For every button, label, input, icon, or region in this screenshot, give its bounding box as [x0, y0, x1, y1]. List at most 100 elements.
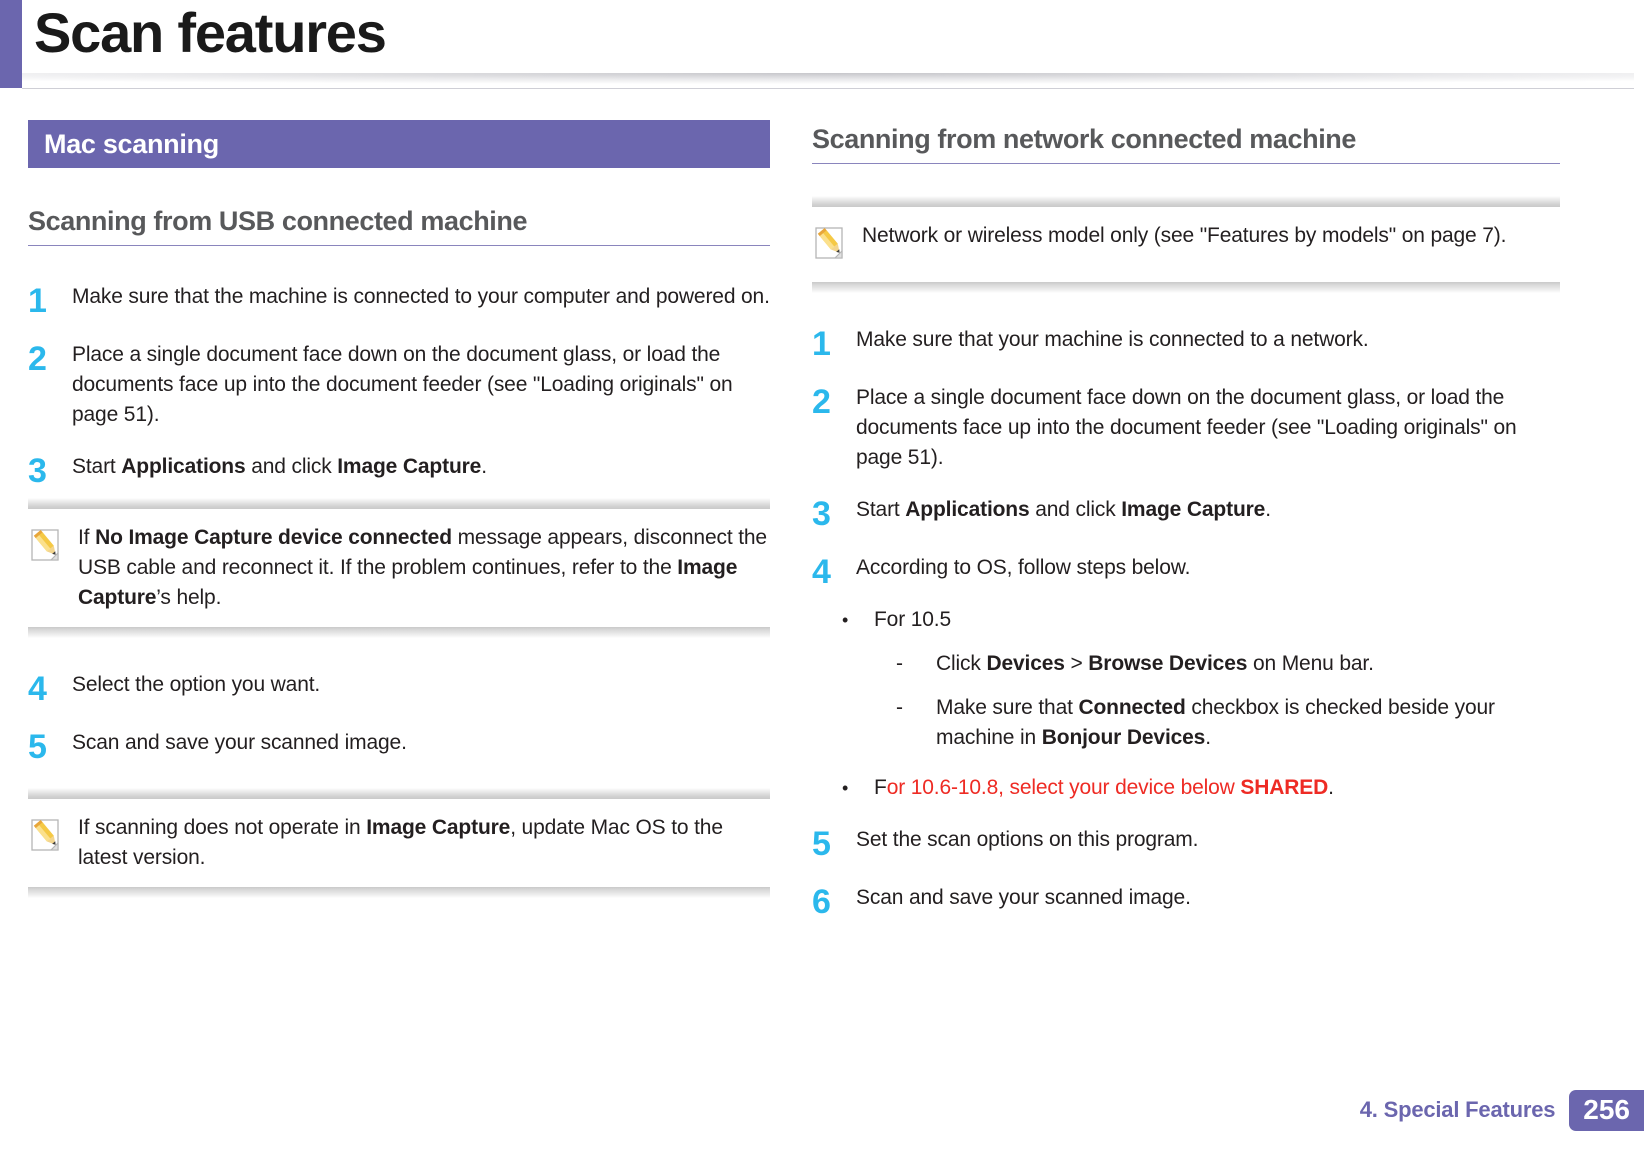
step-number: 2	[28, 340, 47, 378]
text-run: Make sure that	[936, 696, 1079, 719]
bullet-item: •For 10.6-10.8, select your device below…	[812, 773, 1560, 803]
bold-run: Applications	[905, 498, 1030, 521]
step-text: Start Applications and click Image Captu…	[856, 495, 1560, 525]
step-text: Place a single document face down on the…	[72, 340, 770, 430]
sub-bullet-item: -Click Devices > Browse Devices on Menu …	[812, 649, 1560, 679]
step-number: 4	[28, 670, 47, 708]
step-text: Set the scan options on this program.	[856, 825, 1560, 855]
bold-run: Devices	[986, 652, 1065, 675]
footer-chapter-label: 4. Special Features	[1359, 1097, 1556, 1123]
note-box-network-model-only: Network or wireless model only (see "Fea…	[812, 196, 1560, 293]
text-run: Place a single document face down on the…	[72, 343, 733, 426]
title-accent-bar	[0, 0, 22, 88]
text-run: Click	[936, 652, 987, 675]
bullet-text: Click Devices > Browse Devices on Menu b…	[936, 649, 1560, 679]
bold-run: Image Capture	[337, 455, 482, 478]
bold-run: Image Capture	[78, 556, 738, 609]
note-pencil-icon	[28, 523, 78, 570]
bold-run: SHARED	[1240, 776, 1329, 799]
page-header: Scan features	[0, 0, 1644, 99]
subheading-label: Scanning from network connected machine	[812, 124, 1357, 154]
note-pencil-icon	[28, 813, 78, 860]
step-item: 3 Start Applications and click Image Capt…	[28, 452, 770, 488]
bold-run: Browse Devices	[1088, 652, 1248, 675]
text-run: Start	[72, 455, 122, 478]
text-run: ’s help.	[156, 586, 222, 609]
step-text: According to OS, follow steps below.	[856, 553, 1560, 583]
step-number: 5	[28, 728, 47, 766]
step-text: Select the option you want.	[72, 670, 770, 700]
header-rule	[22, 88, 1634, 89]
subheading-rule	[28, 245, 770, 246]
text-run: .	[1328, 776, 1334, 799]
bold-run: Image Capture	[1121, 498, 1266, 521]
footer-page-number: 256	[1569, 1089, 1644, 1131]
text-run: If	[78, 526, 96, 549]
step-number: 3	[28, 452, 47, 490]
subheading-usb-scanning: Scanning from USB connected machine	[28, 206, 770, 246]
text-run: .	[481, 455, 487, 478]
page-title: Scan features	[34, 1, 387, 64]
text-run: Network or wireless model only (see "Fea…	[862, 224, 1507, 247]
note-text: Network or wireless model only (see "Fea…	[862, 221, 1560, 251]
bold-run: Image Capture	[366, 816, 511, 839]
bold-run: No Image Capture device connected	[95, 526, 452, 549]
section-bar-mac-scanning: Mac scanning	[28, 120, 770, 168]
subheading-rule	[812, 163, 1560, 164]
bullet-text: Make sure that Connected checkbox is che…	[936, 693, 1560, 753]
note-rule-bottom	[28, 887, 770, 898]
note-pencil-icon	[812, 221, 862, 268]
note-rule-top	[812, 196, 1560, 207]
sub-bullet-item: - Make sure that Connected checkbox is ch…	[812, 693, 1560, 753]
section-bar-label: Mac scanning	[44, 128, 219, 159]
step-number: 3	[812, 495, 831, 533]
bold-run: Bonjour Devices	[1041, 726, 1206, 749]
text-run: If scanning does not operate in	[78, 816, 367, 839]
text-run: Scan and save your scanned image.	[856, 886, 1191, 909]
step-number: 4	[812, 553, 831, 591]
step-text: Scan and save your scanned image.	[856, 883, 1560, 913]
os-bullet-list: •For 10.5-Click Devices > Browse Devices…	[812, 605, 1560, 803]
text-run: checkbox is checked beside your machine …	[936, 696, 1495, 749]
text-run: For 10.5	[874, 608, 952, 631]
note-rule-bottom	[28, 627, 770, 638]
text-run: According to OS, follow steps below.	[856, 556, 1191, 579]
bold-run: Connected	[1078, 696, 1186, 719]
step-text: Make sure that the machine is connected …	[72, 282, 770, 312]
text-run: Place a single document face down on the…	[856, 386, 1517, 469]
text-run: >	[1064, 652, 1089, 675]
note-rule-top	[28, 498, 770, 509]
text-run: and click	[1029, 498, 1122, 521]
note-rule-top	[28, 788, 770, 799]
text-run: Scan and save your scanned image.	[72, 731, 407, 754]
note-text: If scanning does not operate in Image Ca…	[78, 813, 770, 873]
subheading-network-scanning: Scanning from network connected machine	[812, 124, 1560, 164]
step-item: 5 Scan and save your scanned image.	[28, 728, 770, 764]
text-run: and click	[245, 455, 338, 478]
left-column: Mac scanning Scanning from USB connected…	[28, 120, 770, 898]
note-box-no-device: If No Image Capture device connected mes…	[28, 498, 770, 638]
text-run: Make sure that your machine is connected…	[856, 328, 1369, 351]
note-text: If No Image Capture device connected mes…	[78, 523, 770, 613]
text-run: Select the option you want.	[72, 673, 321, 696]
dash-marker: -	[896, 696, 903, 719]
step-item: 3 Start Applications and click Image Capt…	[812, 495, 1560, 531]
right-column: Scanning from network connected machine	[812, 120, 1560, 919]
page-footer: 4. Special Features 256	[1359, 1089, 1644, 1131]
text-run: F	[874, 776, 887, 799]
text-run: .	[1205, 726, 1211, 749]
text-run: Set the scan options on this program.	[856, 828, 1199, 851]
step-text: Start Applications and click Image Captu…	[72, 452, 770, 482]
text-run: Make sure that the machine is connected …	[72, 285, 770, 308]
step-text: Scan and save your scanned image.	[72, 728, 770, 758]
step-item: 6 Scan and save your scanned image.	[812, 883, 1560, 919]
step-number: 6	[812, 883, 831, 921]
text-run: .	[1265, 498, 1271, 521]
subheading-label: Scanning from USB connected machine	[28, 206, 528, 236]
text-run: message appears, disconnect the USB cabl…	[78, 526, 767, 579]
note-box-update-macos: If scanning does not operate in Image Ca…	[28, 788, 770, 898]
